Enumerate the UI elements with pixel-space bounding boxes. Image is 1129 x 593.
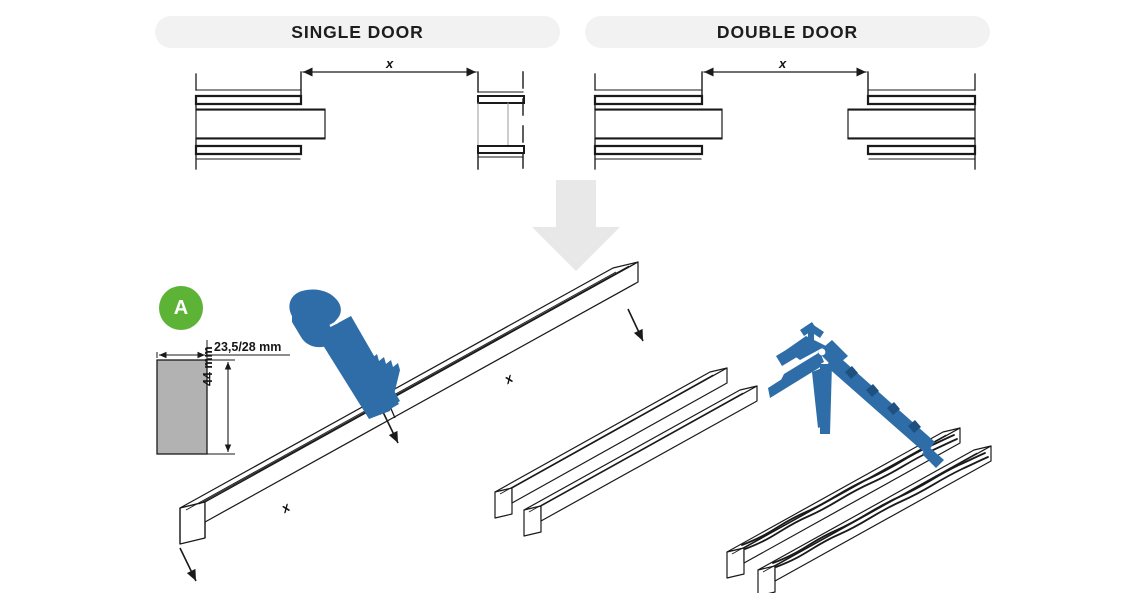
header-label-double-door: DOUBLE DOOR [716, 22, 859, 42]
header-label-single-door: SINGLE DOOR [291, 22, 424, 42]
single-hinge-jamb [194, 71, 326, 170]
single-strike-jamb [477, 71, 525, 170]
step-badge-a: A [159, 286, 203, 330]
plan-view-single-door [194, 67, 525, 170]
profile-cross-section [156, 340, 290, 455]
dimension-label-double-x: x [779, 56, 787, 71]
double-left-jamb [593, 71, 723, 170]
header-pill-single-door: SINGLE DOOR [155, 16, 560, 48]
sealant-bead [741, 434, 989, 568]
profile-width-dimension-label: 23,5/28 mm [214, 340, 282, 354]
double-right-jamb [847, 71, 977, 170]
caulking-gun-icon [768, 322, 944, 468]
plan-view-double-door [593, 67, 977, 170]
header-pill-double-door: DOUBLE DOOR [585, 16, 990, 48]
timber-profile-sealed-pair [726, 427, 992, 593]
profile-height-dimension-label: 44 mm [201, 346, 215, 386]
timber-profile-cut-pair [494, 367, 758, 537]
timber-profile-long-uncut [179, 261, 639, 545]
handsaw-icon [289, 289, 400, 419]
dimension-label-single-x: x [386, 56, 394, 71]
flow-arrow-down [532, 180, 620, 271]
step-badge-a-letter: A [173, 297, 189, 319]
